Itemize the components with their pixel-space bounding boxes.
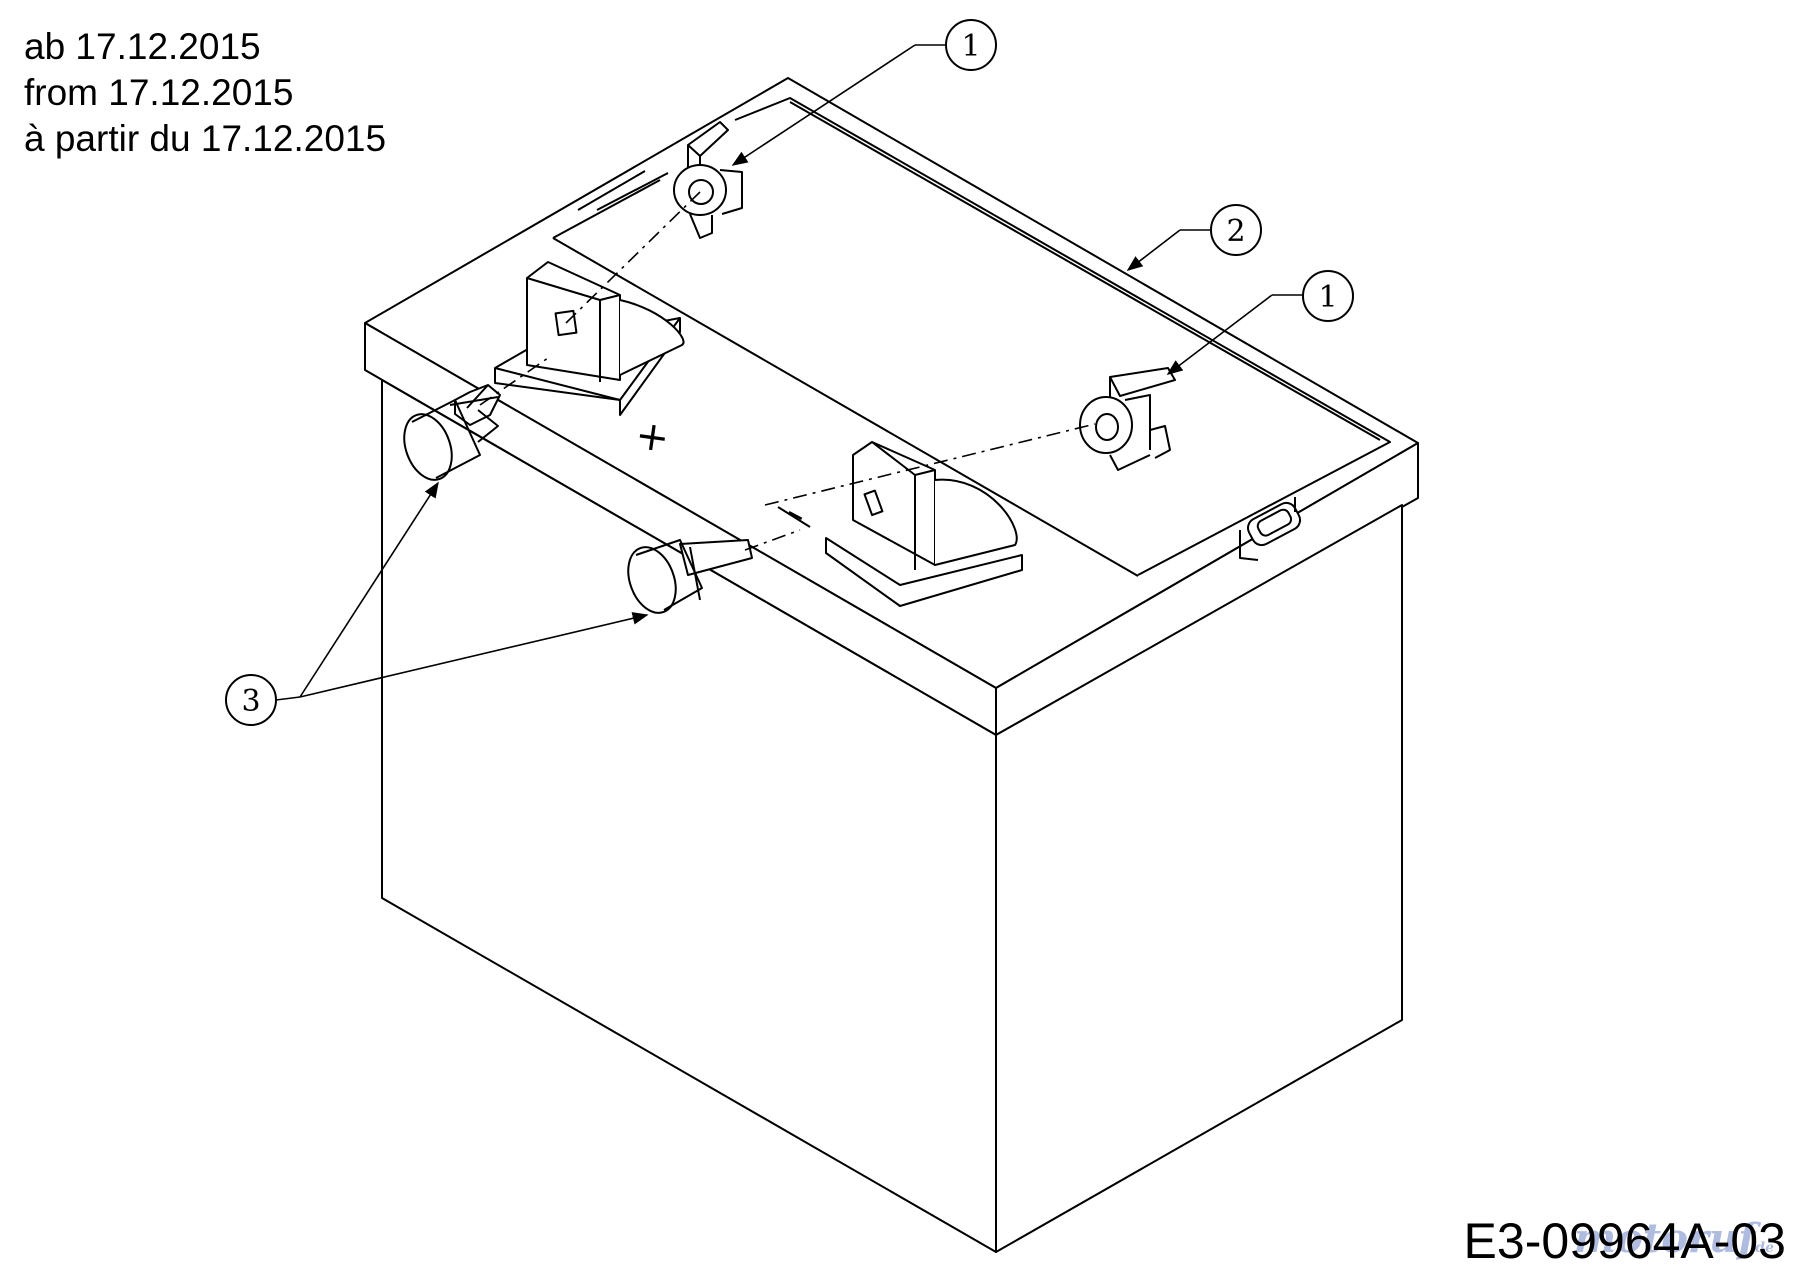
leader-3 xyxy=(275,696,301,701)
callout-label-1b: 1 xyxy=(1318,280,1337,315)
watermark-text: motoruf xyxy=(1573,1215,1756,1262)
callout-circle-1a xyxy=(945,19,997,71)
leader-3-lower xyxy=(299,612,649,698)
vent-cap xyxy=(1239,497,1302,561)
callout-label-1a: 1 xyxy=(961,29,980,64)
positive-terminal-post xyxy=(494,261,685,416)
leader-lines xyxy=(275,44,1302,701)
negative-terminal-post xyxy=(777,441,1023,607)
terminal-bolt-upper xyxy=(403,384,501,481)
lid-recess-edge xyxy=(552,237,1139,577)
battery-case-right xyxy=(995,504,1403,1253)
date-line-de: ab 17.12.2015 xyxy=(24,26,261,67)
date-line-fr: à partir du 17.12.2015 xyxy=(24,118,387,159)
callout-label-2: 2 xyxy=(1226,214,1245,249)
lid-recess-outline xyxy=(734,97,1391,576)
lid-recess-outline-inner xyxy=(789,101,1381,441)
assembly-center-lines xyxy=(479,191,1096,551)
date-line-en: from 17.12.2015 xyxy=(24,72,294,113)
leader-1a-diag xyxy=(731,44,916,166)
leader-3-upper xyxy=(299,481,439,698)
battery-body xyxy=(364,77,1419,1253)
terminal-cap-negative xyxy=(1079,367,1176,471)
leader-1b-diag xyxy=(1166,294,1273,375)
terminal-bolt-lower xyxy=(627,539,753,614)
callout-circle-3 xyxy=(225,674,277,726)
watermark-logo: motorufde xyxy=(1574,1215,1774,1262)
watermark-tld: de xyxy=(1755,1240,1774,1256)
callout-circle-1b xyxy=(1302,270,1354,322)
positive-symbol: + xyxy=(633,412,673,462)
callout-label-3: 3 xyxy=(241,684,260,719)
callout-circle-2 xyxy=(1210,204,1262,256)
drawing-code: E3-09964A-03 xyxy=(1463,1213,1786,1269)
leader-2-diag xyxy=(1126,229,1181,271)
effective-date-block: ab 17.12.2015 from 17.12.2015 à partir d… xyxy=(24,24,386,162)
terminal-cap-positive xyxy=(673,121,743,239)
